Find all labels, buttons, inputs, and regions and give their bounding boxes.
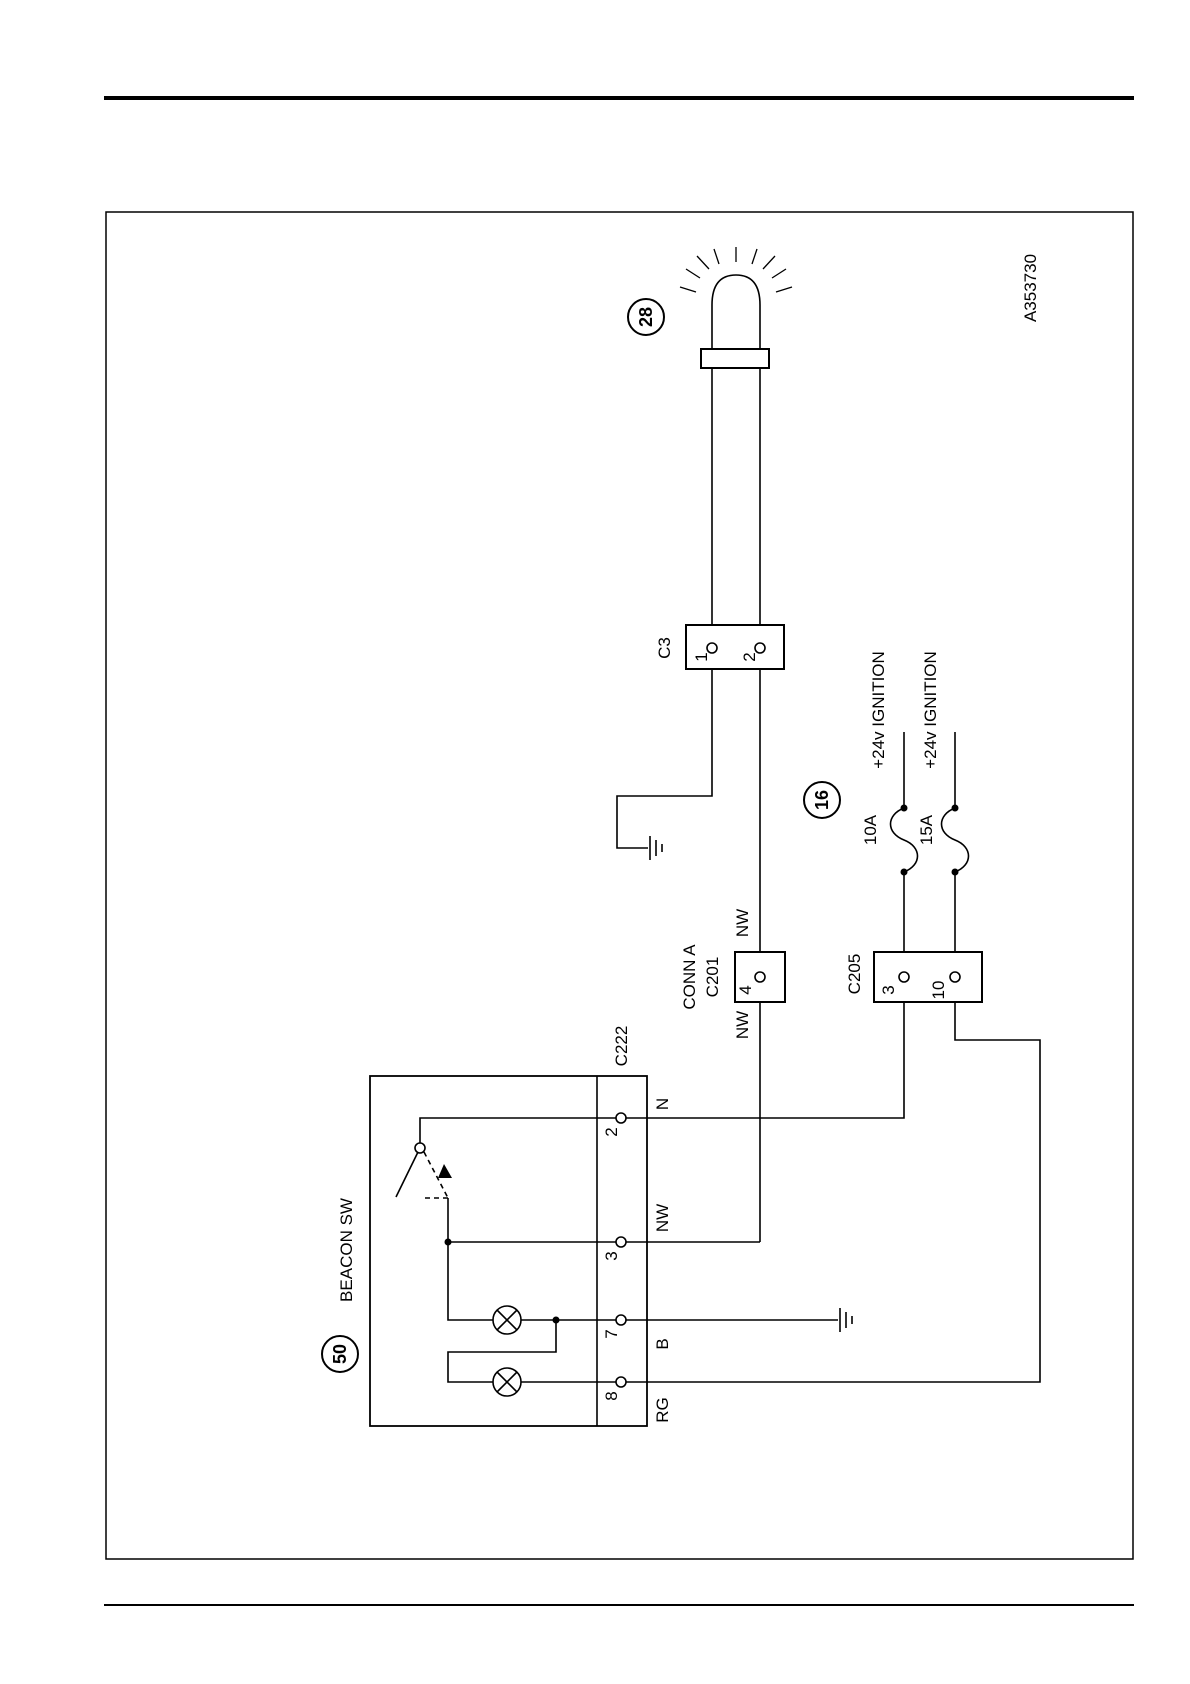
connector-c205: 3 10 (874, 952, 982, 1002)
ground-icon-2 (840, 1308, 852, 1332)
wire-label-b: B (653, 1338, 672, 1349)
connector-c201-label-line2: C201 (703, 957, 722, 998)
svg-text:4: 4 (736, 985, 755, 994)
switch-internal-wiring (396, 1118, 616, 1396)
svg-text:3: 3 (602, 1251, 621, 1260)
wire-label-nw-out: NW (733, 909, 752, 937)
fuse-15a-rating: 15A (917, 814, 936, 845)
svg-text:28: 28 (636, 307, 656, 327)
svg-text:8: 8 (602, 1391, 621, 1400)
beacon-switch-label: BEACON SW (337, 1198, 356, 1302)
connector-c3-label: C3 (655, 637, 674, 659)
fuse-10a (891, 732, 918, 960)
ground-icon (650, 836, 662, 860)
svg-text:50: 50 (330, 1344, 350, 1364)
connector-c201-label-line1: CONN A (680, 944, 699, 1010)
figure-id: A353730 (1021, 254, 1040, 322)
connector-c3: 1 2 (686, 625, 784, 669)
connector-c201: 4 (735, 952, 785, 1002)
wire-label-nw-in: NW (733, 1011, 752, 1039)
component-number-50: 50 (322, 1336, 358, 1372)
diagram-frame (106, 212, 1133, 1559)
wire-label-rg: RG (653, 1397, 672, 1423)
wire-label-nw: NW (653, 1204, 672, 1232)
connector-c205-label: C205 (845, 954, 864, 995)
connector-c222-label: C222 (612, 1026, 631, 1067)
fuse-10a-supply: +24v IGNITION (869, 651, 888, 769)
svg-text:2: 2 (740, 652, 759, 661)
svg-text:2: 2 (602, 1127, 621, 1136)
svg-text:7: 7 (602, 1329, 621, 1338)
svg-text:16: 16 (812, 790, 832, 810)
svg-text:3: 3 (879, 985, 898, 994)
component-number-28: 28 (628, 299, 664, 335)
fuse-15a-supply: +24v IGNITION (921, 651, 940, 769)
connector-c222-pins: 2 3 7 8 (602, 1113, 626, 1401)
component-number-16: 16 (804, 782, 840, 818)
svg-text:10: 10 (929, 981, 948, 1000)
wire-label-n: N (653, 1098, 672, 1110)
fuse-15a (942, 732, 969, 960)
svg-text:1: 1 (692, 652, 711, 661)
beacon-lamp-icon (680, 247, 792, 368)
fuse-10a-rating: 10A (861, 814, 880, 845)
